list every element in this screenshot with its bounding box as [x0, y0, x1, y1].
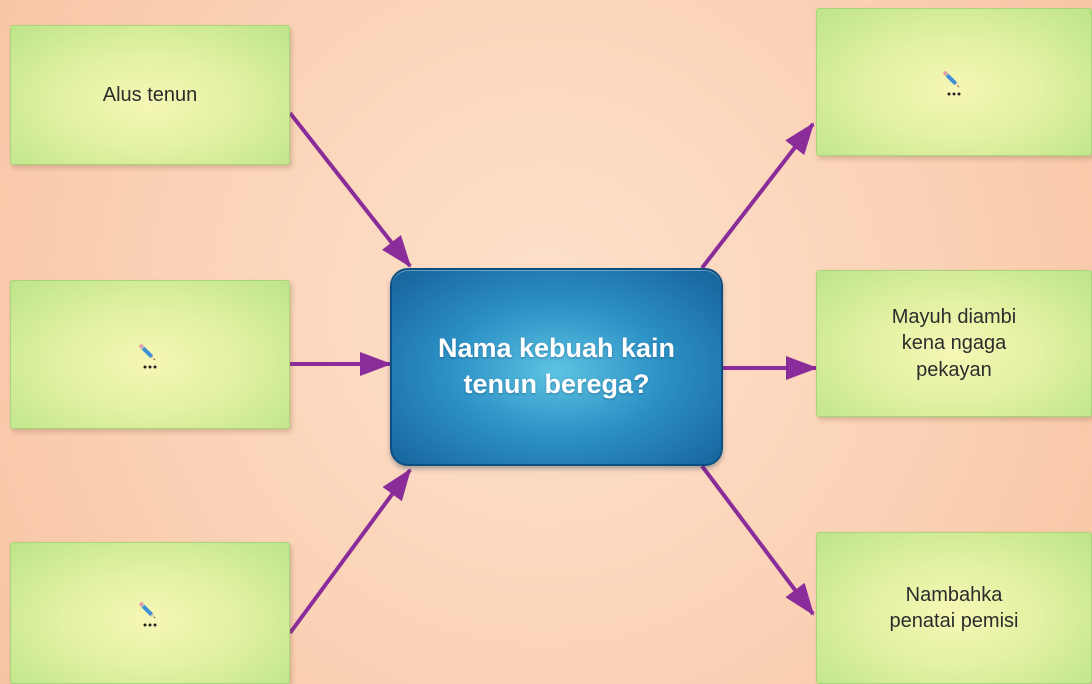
node-right-bottom: Nambahka penatai pemisi: [816, 532, 1092, 684]
pencil-icon: [138, 343, 157, 368]
node-left-top: Alus tenun: [10, 25, 290, 165]
pencil-icon: [942, 70, 961, 96]
arrow-left-bottom-to-center: [288, 468, 412, 635]
node-right-top[interactable]: [816, 8, 1092, 156]
node-left-middle[interactable]: [10, 280, 290, 429]
arrow-center-to-right-top: [700, 122, 815, 270]
center-question-box: Nama kebuah kain tenun berega?: [390, 268, 723, 466]
pencil-icon: [138, 601, 157, 627]
node-right-middle-label: Mayuh diambi kena ngaga pekayan: [891, 305, 1017, 381]
node-right-middle: Mayuh diambi kena ngaga pekayan: [816, 270, 1092, 417]
node-left-top-label: Alus tenun: [102, 83, 198, 106]
center-question-text: Nama kebuah kain tenun berega?: [437, 333, 676, 399]
arrow-left-top-to-center: [288, 111, 412, 268]
arrow-center-to-right-bottom: [700, 464, 815, 616]
node-left-bottom[interactable]: [10, 542, 290, 684]
node-right-bottom-label: Nambahka penatai pemisi: [889, 583, 1019, 632]
